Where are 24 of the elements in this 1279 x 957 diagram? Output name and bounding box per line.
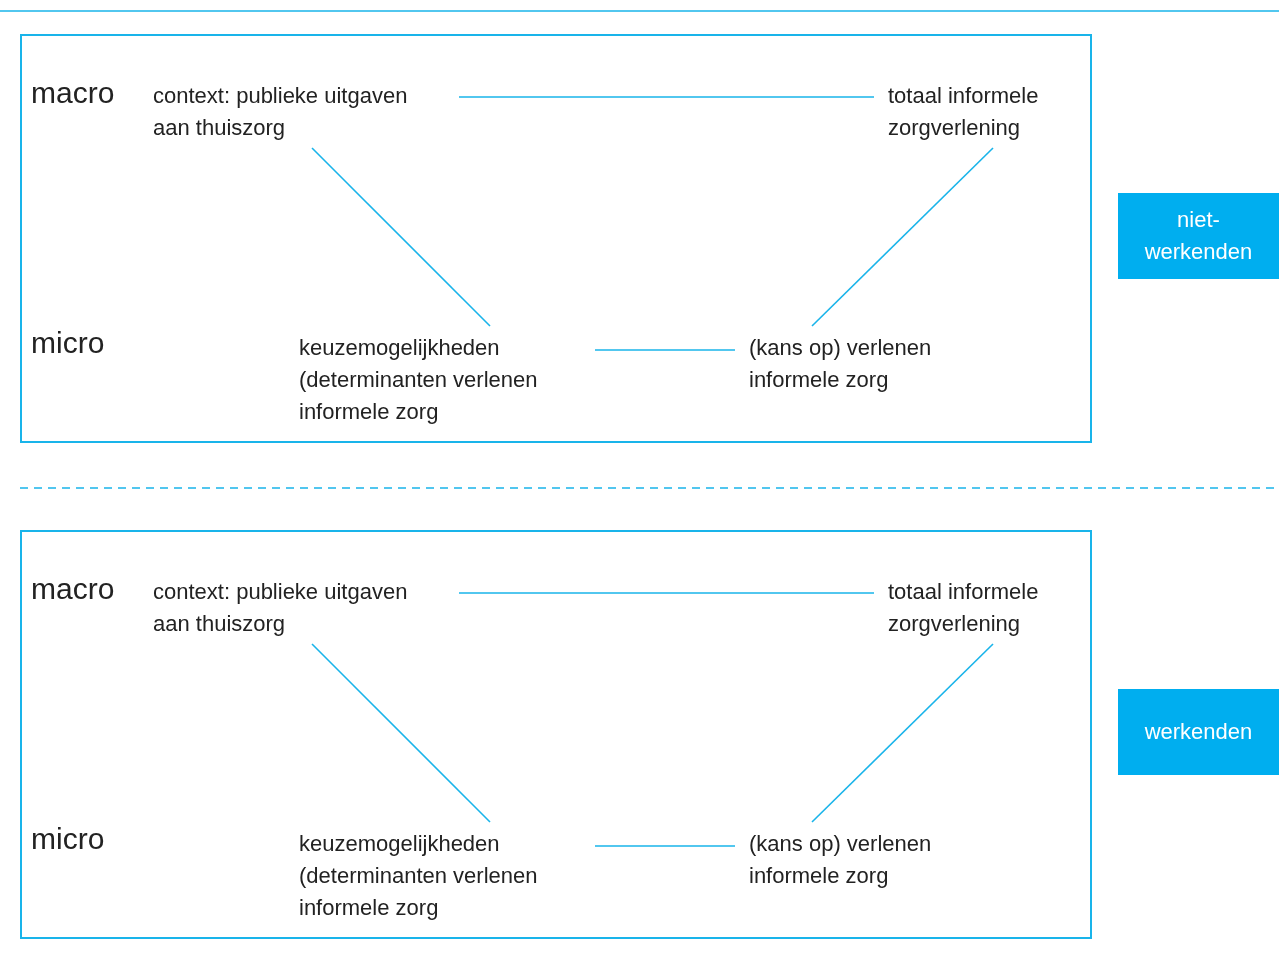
connector-line (594, 349, 736, 351)
level-label: micro (31, 326, 105, 360)
panel-frame (20, 530, 1092, 939)
concept-text: (kans op) verlenen informele zorg (749, 830, 933, 890)
level-label: macro (31, 76, 115, 110)
concept-text: totaal informele zorgverlening (888, 82, 1040, 142)
panel-frame (20, 34, 1092, 443)
concept-text: context: publieke uitgaven aan thuiszorg (153, 578, 409, 638)
concept-text: (kans op) verlenen informele zorg (749, 334, 933, 394)
level-label: micro (31, 822, 105, 856)
concept-text: totaal informele zorgverlening (888, 578, 1040, 638)
connector-line (311, 147, 491, 327)
concept-text: keuzemogelijkheden (determinanten verlenen informele zorg (299, 830, 539, 922)
concept-text: keuzemogelijkheden (determinanten verlenen informele zorg (299, 334, 539, 426)
connector-line (594, 845, 736, 847)
group-label: niet-werkenden (1118, 193, 1279, 279)
connector-line (311, 643, 491, 823)
connector-line (458, 96, 875, 98)
group-label: werkenden (1118, 689, 1279, 775)
level-label: macro (31, 572, 115, 606)
connector-line (458, 592, 875, 594)
concept-text: context: publieke uitgaven aan thuiszorg (153, 82, 409, 142)
connector-line (811, 643, 994, 823)
connector-line (811, 147, 994, 327)
